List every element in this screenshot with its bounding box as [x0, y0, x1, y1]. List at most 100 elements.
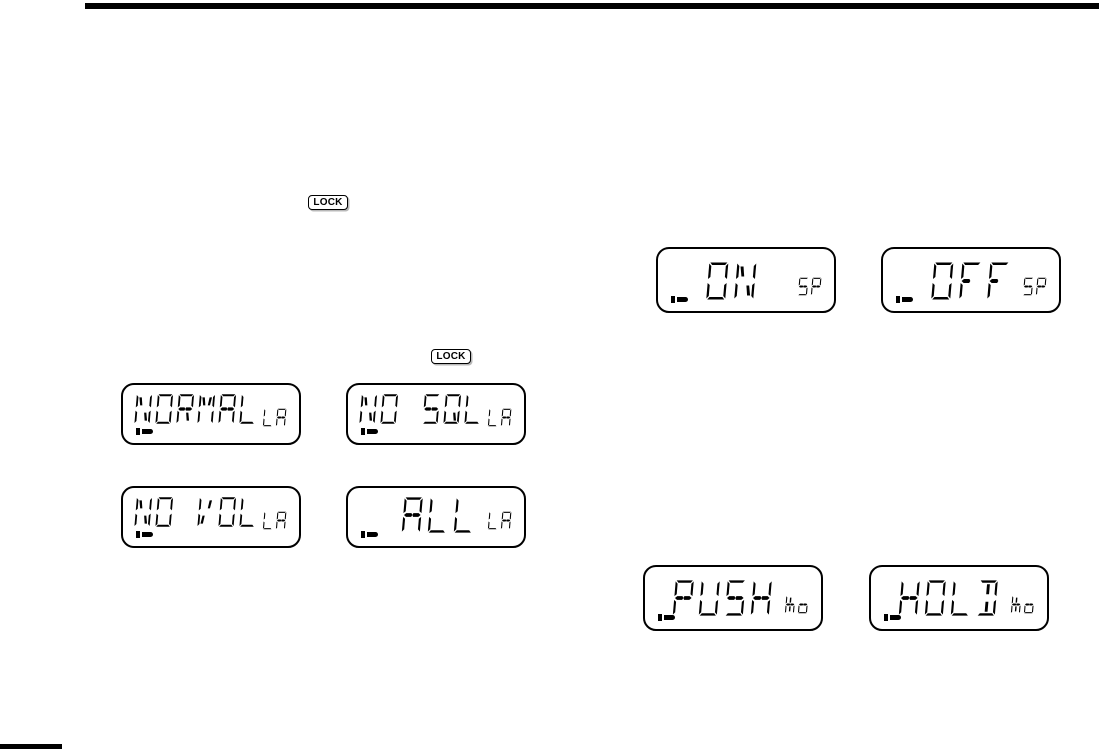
lcd-suffix-text	[1010, 595, 1036, 614]
lcd-segment-char	[217, 393, 237, 425]
antenna-signal-icon-bar	[361, 531, 365, 538]
lcd-segment-char	[275, 408, 287, 427]
page-bottom-mark	[0, 744, 62, 749]
lcd-segment-char	[784, 595, 796, 614]
lcd-segment-char	[238, 496, 258, 528]
lcd-main-text	[358, 393, 483, 425]
lcd-segment-char	[985, 261, 1011, 301]
antenna-signal-icon-body	[366, 429, 378, 434]
lcd-segment-char	[732, 261, 758, 301]
lcd-segment-char	[723, 579, 747, 617]
lcd-suffix-text	[262, 408, 288, 427]
lcd-segment-char	[797, 595, 809, 614]
lcd-segment-char	[1010, 595, 1022, 614]
lcd-segment-char	[400, 496, 424, 534]
antenna-signal-icon-body	[676, 297, 688, 302]
lcd-display-panel	[656, 247, 836, 313]
lcd-screen-area	[123, 488, 299, 546]
lcd-screen-area	[883, 249, 1059, 311]
lcd-segment-char	[1023, 595, 1035, 614]
lcd-segment-char	[442, 393, 462, 425]
lcd-segment-char	[463, 393, 483, 425]
lcd-segment-char	[262, 511, 274, 530]
lcd-display-panel	[121, 486, 301, 548]
antenna-signal-icon-bar	[361, 428, 365, 435]
lcd-main-text	[704, 261, 758, 301]
lcd-segment-char	[133, 393, 153, 425]
lcd-segment-char	[238, 393, 258, 425]
antenna-signal-icon	[671, 296, 688, 303]
lcd-segment-char	[217, 496, 237, 528]
lcd-segment-char	[704, 261, 730, 301]
antenna-signal-icon-body	[889, 615, 901, 620]
lcd-screen-area	[123, 385, 299, 443]
lcd-segment-char	[1035, 277, 1047, 296]
lcd-segment-char	[500, 511, 512, 530]
lcd-segment-char	[196, 496, 216, 528]
lcd-screen-area	[871, 567, 1047, 629]
antenna-signal-icon-bar	[671, 296, 675, 303]
lcd-segment-char	[500, 408, 512, 427]
antenna-signal-icon-bar	[658, 614, 662, 621]
lcd-segment-char	[426, 496, 450, 534]
lcd-segment-char	[154, 496, 174, 528]
lcd-segment-char	[175, 393, 195, 425]
lcd-screen-area	[645, 567, 821, 629]
lcd-segment-char	[797, 277, 809, 296]
lcd-suffix-text	[1022, 277, 1048, 296]
lcd-main-text	[929, 261, 1011, 301]
lcd-segment-char	[358, 393, 378, 425]
lock-key-badge[interactable]: LOCK	[308, 195, 348, 210]
antenna-signal-icon-bar	[136, 531, 140, 538]
lcd-suffix-text	[797, 277, 823, 296]
lcd-display-panel	[881, 247, 1061, 313]
lcd-display-panel	[346, 383, 526, 445]
antenna-signal-icon	[361, 531, 378, 538]
antenna-signal-icon-bar	[896, 296, 900, 303]
antenna-signal-icon-body	[141, 532, 153, 537]
page-top-rule	[85, 3, 1099, 9]
antenna-signal-icon-bar	[136, 428, 140, 435]
antenna-signal-icon-body	[663, 615, 675, 620]
lcd-segment-char	[196, 393, 216, 425]
lcd-segment-space	[374, 496, 398, 534]
antenna-signal-icon-bar	[884, 614, 888, 621]
lcd-segment-char	[949, 579, 973, 617]
lcd-segment-char	[421, 393, 441, 425]
antenna-signal-icon	[136, 428, 153, 435]
lcd-segment-char	[487, 408, 499, 427]
lcd-segment-space	[400, 393, 420, 425]
lcd-display-panel	[643, 565, 823, 631]
antenna-signal-icon-body	[366, 532, 378, 537]
lcd-segment-char	[810, 277, 822, 296]
antenna-signal-icon-body	[901, 297, 913, 302]
lcd-segment-char	[452, 496, 476, 534]
lcd-segment-space	[175, 496, 195, 528]
lcd-segment-char	[262, 408, 274, 427]
antenna-signal-icon-body	[141, 429, 153, 434]
lcd-segment-char	[749, 579, 773, 617]
lcd-main-text	[133, 393, 258, 425]
lcd-main-text	[374, 496, 476, 534]
lcd-suffix-text	[784, 595, 810, 614]
lcd-segment-char	[275, 511, 287, 530]
lcd-screen-area	[658, 249, 834, 311]
lcd-display-panel	[346, 486, 526, 548]
lcd-segment-char	[975, 579, 999, 617]
lcd-segment-char	[957, 261, 983, 301]
lcd-suffix-text	[262, 511, 288, 530]
lock-key-badge[interactable]: LOCK	[431, 349, 471, 364]
antenna-signal-icon	[896, 296, 913, 303]
lcd-main-text	[671, 579, 773, 617]
lcd-segment-char	[697, 579, 721, 617]
lcd-suffix-text	[487, 408, 513, 427]
lcd-display-panel	[121, 383, 301, 445]
lcd-segment-char	[929, 261, 955, 301]
lcd-segment-char	[671, 579, 695, 617]
antenna-signal-icon	[361, 428, 378, 435]
antenna-signal-icon	[658, 614, 675, 621]
lcd-main-text	[897, 579, 999, 617]
lcd-segment-char	[897, 579, 921, 617]
lcd-screen-area	[348, 385, 524, 443]
